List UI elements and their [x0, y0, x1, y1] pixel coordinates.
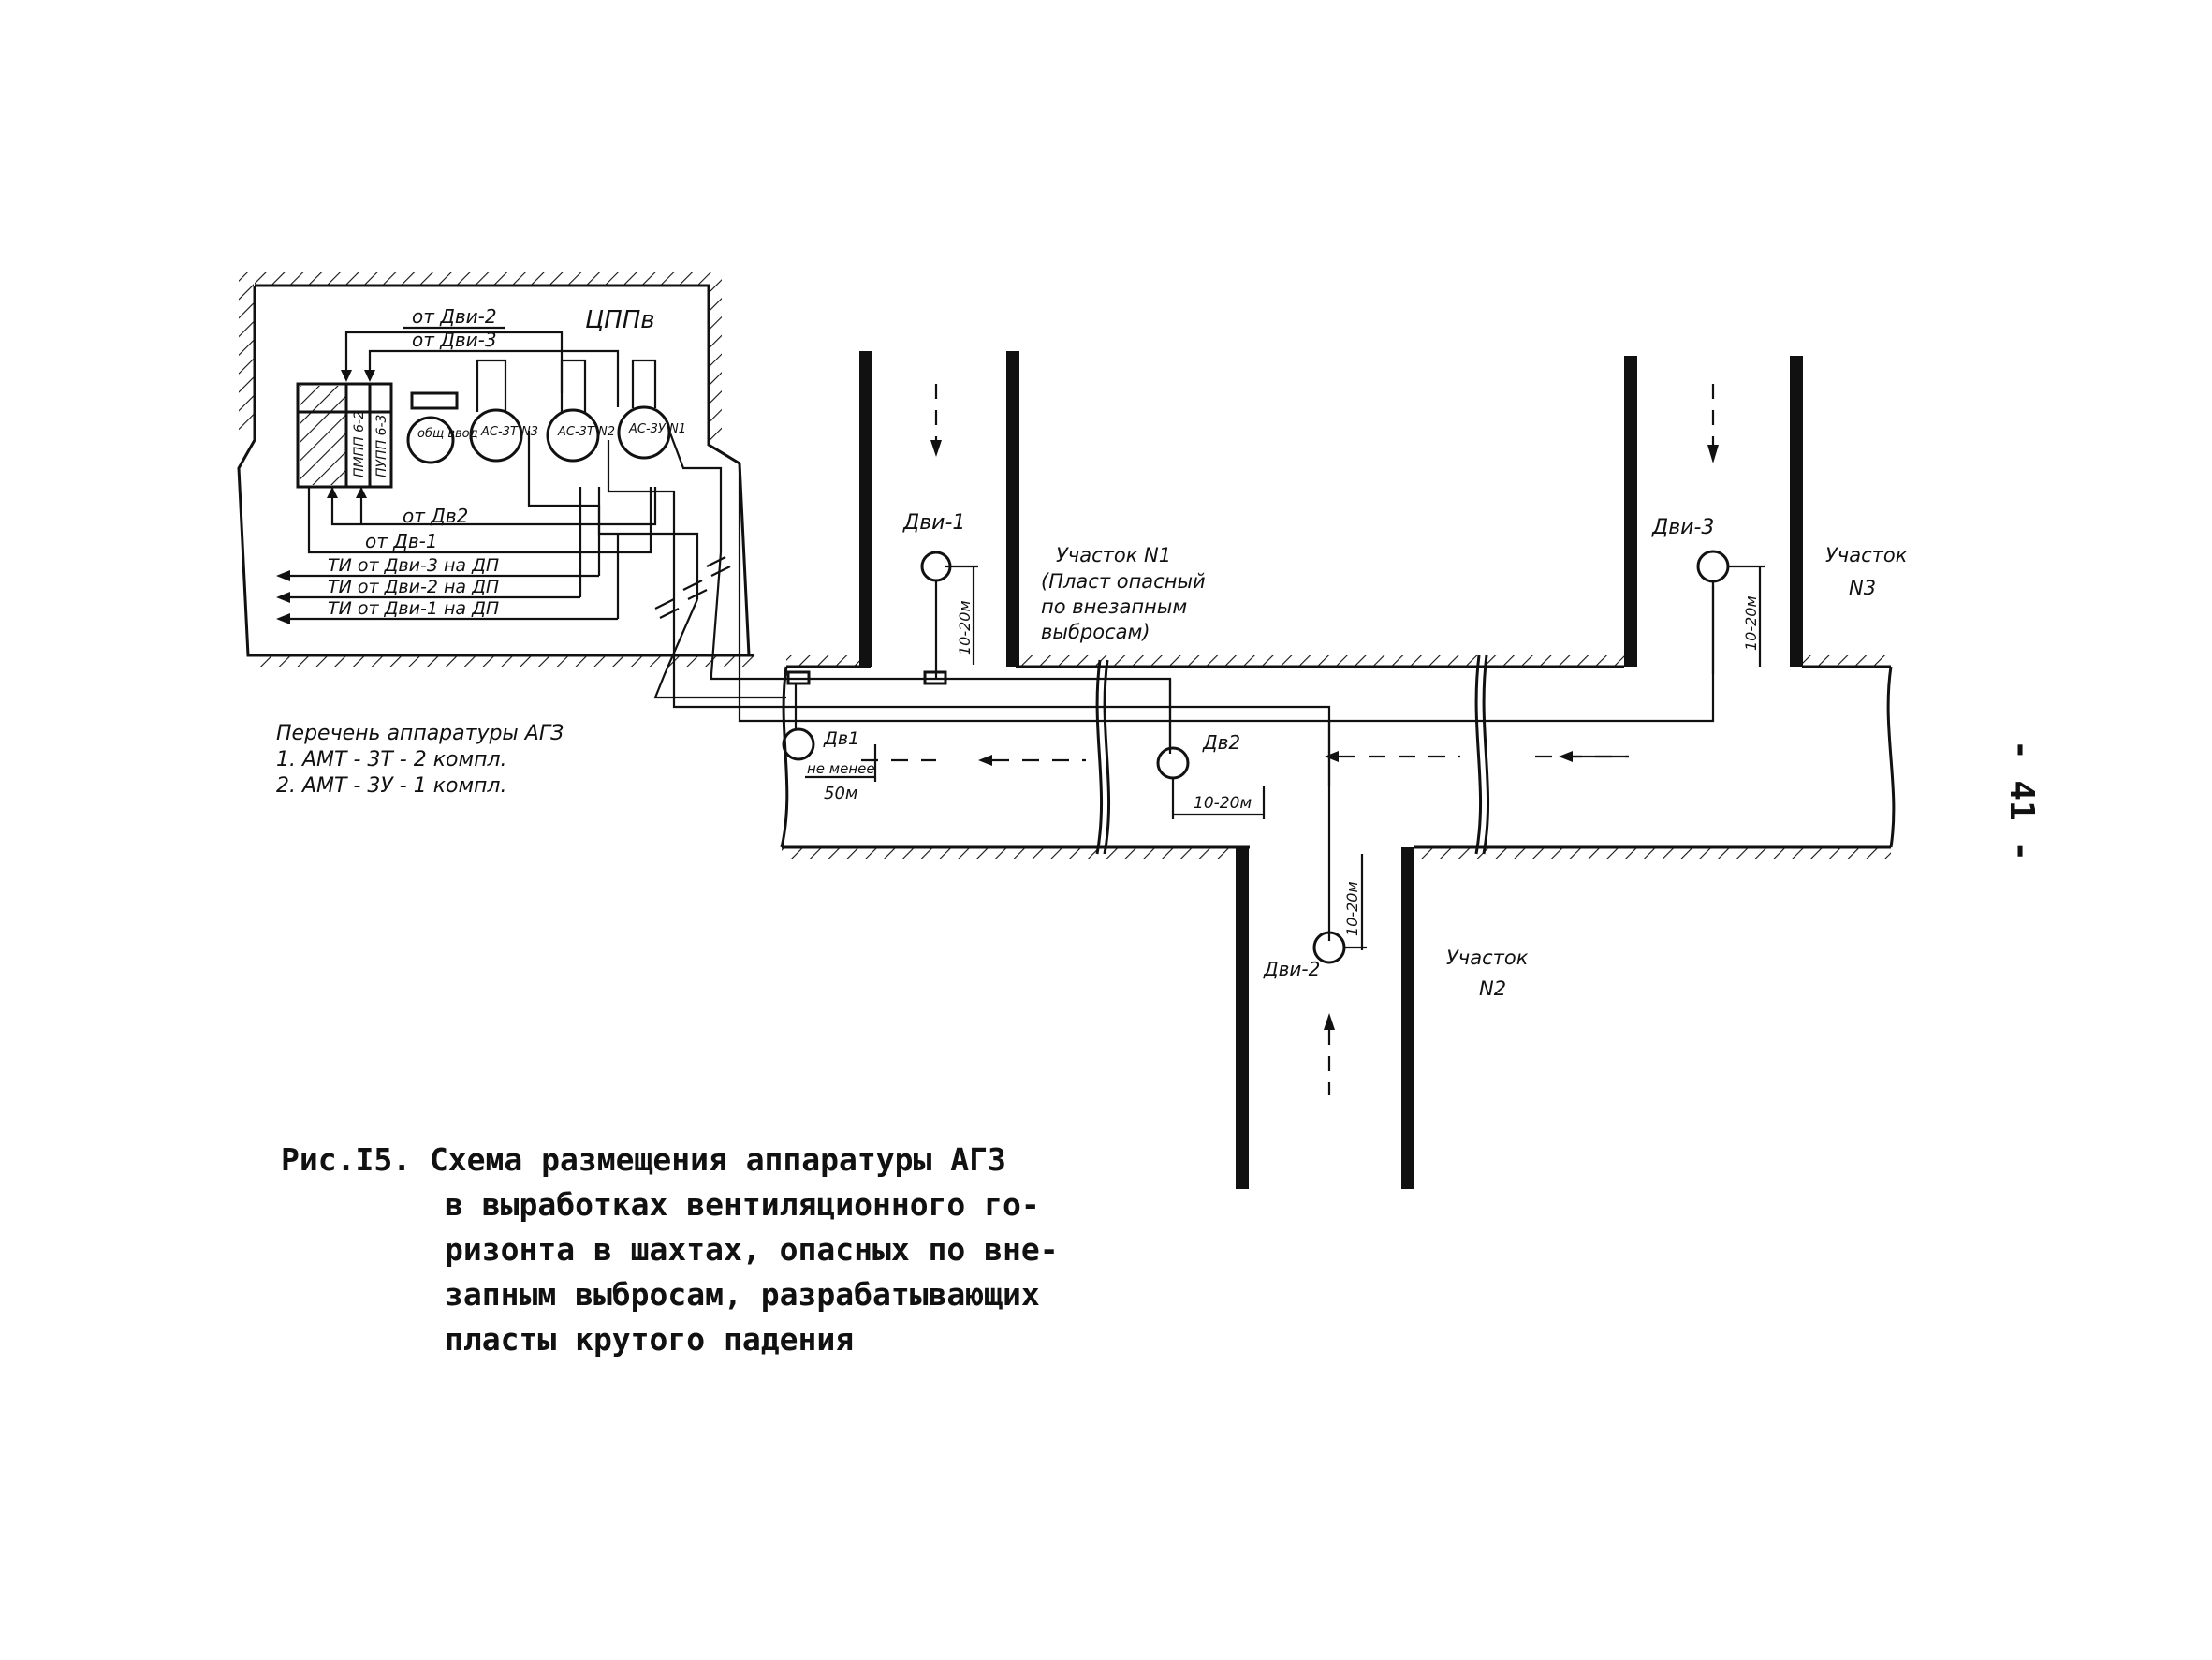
cables-to-drift [653, 463, 1715, 786]
shaft-n2-right-wall [1401, 847, 1414, 1189]
wire-from-dvi3 [368, 349, 620, 407]
caption-line1: Рис.I5. Схема размещения аппаратуры АГЗ [281, 1141, 1006, 1178]
junction-box-2 [786, 670, 811, 685]
wire-unit-n1 [667, 430, 723, 552]
cable-4 [738, 463, 1715, 723]
dim-dvi3: 10-20м [1742, 595, 1760, 651]
label-from-dvi2: от Дви-2 [412, 305, 497, 328]
caption-line2: в выработках вентиляционного го- [445, 1186, 1040, 1223]
as3t-n2-label: АС-3Т N2 [557, 425, 615, 439]
sensor-dv2-group: Дв2 10-20м [1156, 679, 1266, 819]
shaft-n1: Дви-1 10-20м [786, 351, 1019, 685]
as3u-n1-label: АС-3У N1 [628, 422, 686, 436]
as3t-n3-label: АС-3Т N3 [480, 425, 538, 439]
equipment-list-item1: 1. АМТ - 3Т - 2 компл. [276, 748, 507, 771]
page-number: - 41 - [2002, 740, 2041, 861]
section-n3-num: N3 [1849, 577, 1876, 599]
control-room: ЦППв от Дви-2 от Дви-3 ПМПП 6-2 ПУПП 6-3… [237, 272, 755, 667]
as3t-n3-unit [469, 408, 523, 463]
sensor-dvi3 [1696, 550, 1730, 583]
label-dvi1: Дви-1 [902, 511, 965, 535]
label-dvi2: Дви-2 [1263, 958, 1320, 980]
shaft-n3-left-wall [1624, 356, 1637, 667]
equipment-list: Перечень аппаратуры АГЗ 1. АМТ - 3Т - 2 … [276, 722, 564, 798]
shaft-n3: Дви-3 10-20м [1624, 356, 1803, 674]
arrow-dvi2 [341, 370, 352, 382]
caption-line3: ризонта в шахтах, опасных по вне- [445, 1231, 1059, 1268]
sensor-dv1 [782, 727, 815, 761]
label-from-dvi3: от Дви-3 [412, 329, 497, 351]
dim-dvi2: 10-20м [1343, 881, 1361, 936]
airflow-arrow-1 [978, 755, 992, 766]
room-wall-right [255, 284, 751, 656]
panel1-label: ПМПП 6-2 [352, 411, 367, 477]
label-from-dv1: от Дв-1 [365, 530, 438, 552]
caption-line5: пласты крутого падения [445, 1321, 854, 1358]
section-n2-title: Участок [1446, 947, 1529, 969]
airflow-arrow-3 [1559, 751, 1573, 762]
cable-2 [672, 580, 1331, 786]
shaft-n1-right-wall [1006, 351, 1019, 667]
label-50m: 50м [824, 784, 857, 803]
cable-1 [653, 598, 786, 699]
room-bottom-hatch [255, 655, 755, 667]
figure-caption: Рис.I5. Схема размещения аппаратуры АГЗ … [281, 1141, 1059, 1358]
shaft-n2-arrow [1324, 1013, 1335, 1030]
common-input-label: общ ввод [417, 427, 478, 441]
wire-from-dv2 [330, 487, 657, 526]
arrow-ti1 [276, 570, 290, 581]
relay-box [410, 391, 459, 410]
section-n3-title: Участок [1825, 544, 1908, 566]
label-dv1: Дв1 [823, 728, 859, 749]
panel-block [296, 382, 393, 489]
shaft-n2-left-wall [1236, 847, 1249, 1189]
shaft-n3-arrow [1707, 445, 1719, 463]
panel2-label: ПУПП 6-3 [374, 415, 389, 477]
section-n1-title: Участок N1 [1056, 544, 1171, 566]
wire-unit-n3 [527, 431, 699, 599]
section-n2-num: N2 [1479, 977, 1506, 1000]
common-input-circle [406, 416, 455, 464]
shaft-n2: Дви-2 10-20м [1236, 721, 1414, 1189]
label-ti1: ТИ от Дви-3 на ДП [328, 555, 499, 576]
label-ti2: ТИ от Дви-2 на ДП [328, 577, 499, 597]
arrow-ti3 [276, 613, 290, 624]
room-title: ЦППв [585, 306, 655, 334]
equipment-list-title: Перечень аппаратуры АГЗ [276, 722, 564, 745]
label-not-less: не менее [807, 760, 875, 777]
dim-dv2: 10-20м [1194, 794, 1252, 813]
room-left-hatch [239, 272, 254, 431]
room-wall-left-bottom [237, 286, 754, 657]
dim-dvi1: 10-20м [956, 600, 974, 655]
junction-box-1 [923, 670, 947, 685]
shaft-n1-arrow [930, 440, 942, 457]
section-n1-line2: (Пласт опасный [1041, 570, 1206, 593]
main-drift [780, 654, 1896, 859]
shaft-n1-left-wall [859, 351, 872, 667]
section-n1-label: Участок N1 (Пласт опасный по внезапным в… [1041, 544, 1206, 643]
airflow-arrow-2 [1325, 751, 1339, 762]
room-right-hatch [709, 272, 722, 445]
panel-hatched [300, 386, 346, 485]
room-top-hatch [255, 272, 709, 285]
wire-unit-n2 [607, 440, 676, 580]
label-dvi3: Дви-3 [1651, 516, 1714, 539]
section-n1-line3: по внезапным [1041, 595, 1187, 618]
arrow-ti2 [276, 592, 290, 603]
label-ti3: ТИ от Дви-1 на ДП [328, 598, 499, 619]
equipment-list-item2: 2. АМТ - 3У - 1 компл. [276, 774, 506, 798]
sensor-dv2 [1156, 746, 1190, 780]
caption-line4: запным выбросам, разрабатывающих [445, 1276, 1040, 1313]
shaft-n3-right-wall [1790, 356, 1803, 667]
wire-from-dv1 [307, 487, 652, 554]
sensor-dv1-group: Дв1 не менее 50м [782, 683, 877, 803]
section-n1-line4: выбросам) [1041, 621, 1150, 643]
label-dv2: Дв2 [1202, 731, 1240, 754]
as3t-n2-unit [546, 408, 600, 463]
arrow-dvi3 [364, 370, 375, 382]
